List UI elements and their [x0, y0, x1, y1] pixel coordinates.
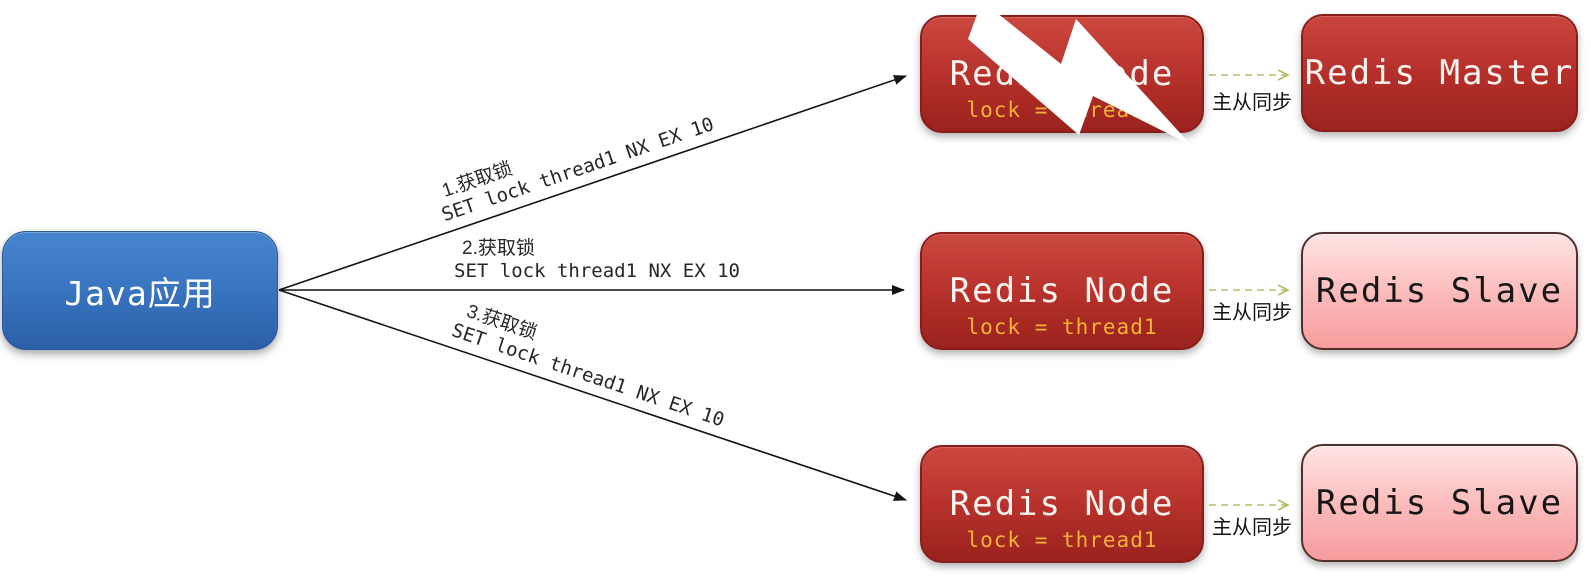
redis-slave-title: Redis Slave [1315, 483, 1564, 523]
request-arrow-3 [278, 289, 907, 501]
java-app-label: Java应用 [64, 273, 216, 313]
redis-slave-box-2: Redis Slave [1301, 444, 1578, 562]
redis-node-box-2: Redis Node lock = thread1 [920, 232, 1204, 350]
sync-label-1: 主从同步 [1212, 92, 1292, 114]
redis-node-title: Redis Node [949, 271, 1175, 311]
redis-slave-title: Redis Slave [1315, 271, 1564, 311]
lock-value-text: lock = thread1 [966, 528, 1158, 552]
redis-master-box: Redis Master [1301, 14, 1578, 132]
redis-master-title: Redis Master [1304, 53, 1575, 93]
lock-value-text: lock = thread1 [966, 98, 1158, 122]
redis-node-title: Redis Node [949, 54, 1175, 94]
arrow-command-text: SET lock thread1 NX EX 10 [454, 260, 740, 282]
sync-label-2: 主从同步 [1212, 302, 1292, 324]
arrow-label-3: 3.获取锁 SET lock thread1 NX EX 10 [448, 298, 734, 435]
arrow-label-2: 2.获取锁 SET lock thread1 NX EX 10 [454, 237, 740, 283]
redis-node-title: Redis Node [949, 484, 1175, 524]
java-app-box: Java应用 [2, 231, 278, 350]
arrow-label-1: 1.获取锁 SET lock thread1 NX EX 10 [432, 91, 718, 229]
arrow-step-text: 2.获取锁 [462, 238, 535, 259]
sync-label-3: 主从同步 [1212, 517, 1292, 539]
redis-slave-box-1: Redis Slave [1301, 232, 1578, 350]
lock-value-text: lock = thread1 [966, 315, 1158, 339]
redis-node-box-3: Redis Node lock = thread1 [920, 445, 1204, 563]
redis-node-box-1: Redis Node lock = thread1 [920, 15, 1204, 133]
